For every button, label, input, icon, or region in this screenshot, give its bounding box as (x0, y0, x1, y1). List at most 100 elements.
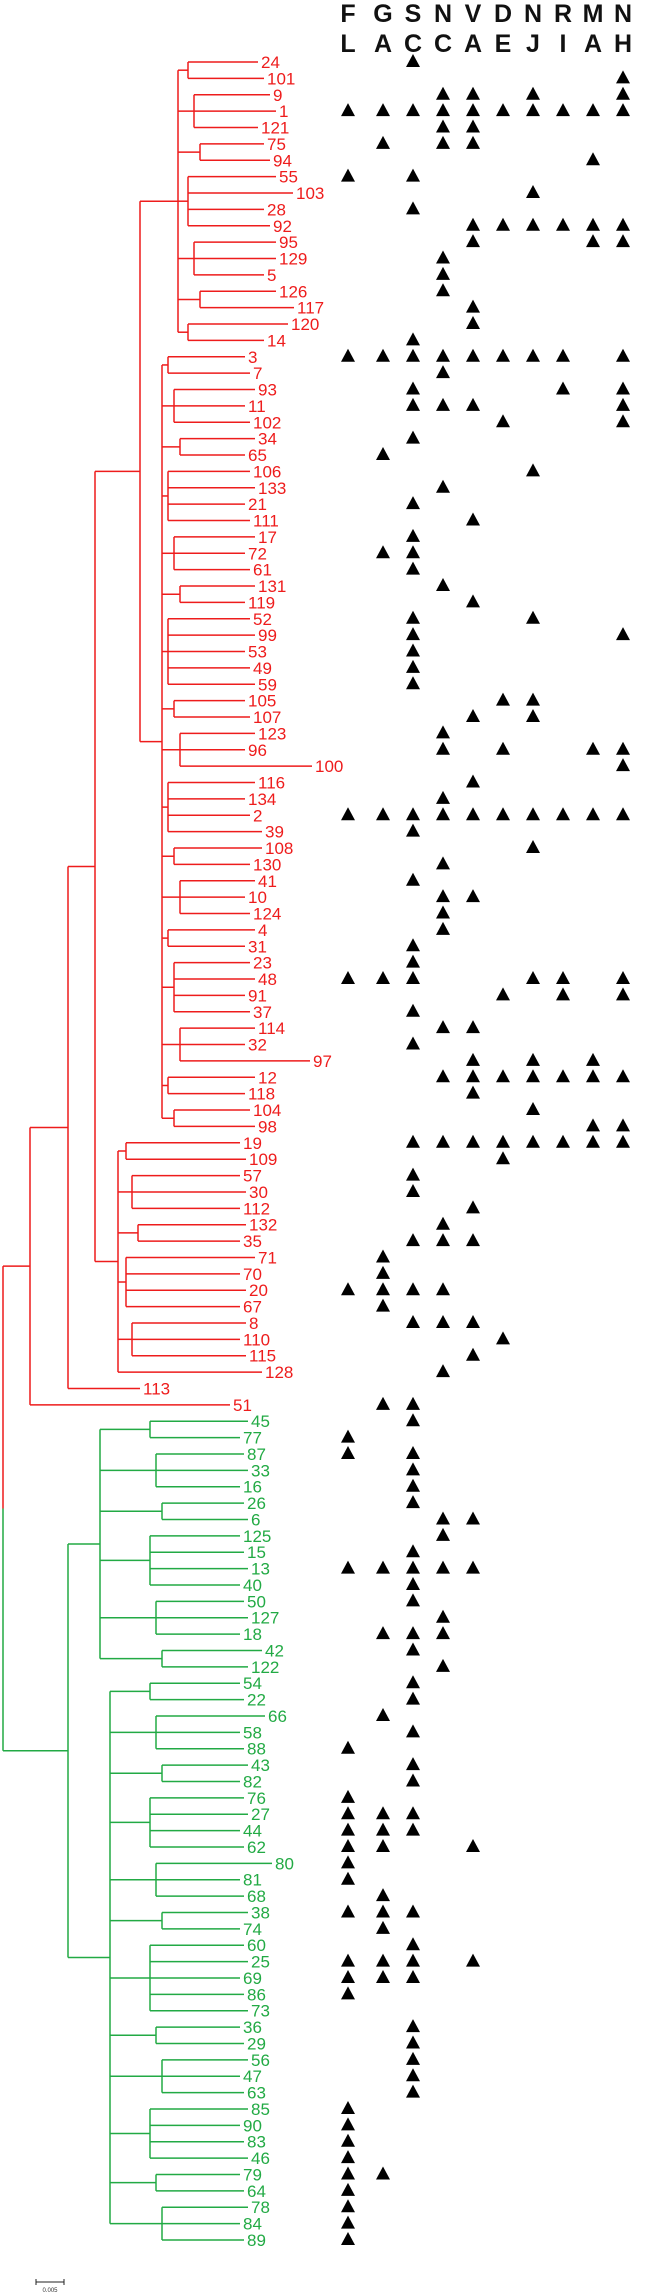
marker-13-GA (376, 1560, 390, 1574)
leaf-label-74: 74 (243, 1920, 262, 1939)
marker-39-SC (406, 823, 420, 837)
marker-120-VA (466, 316, 480, 330)
leaf-label-85: 85 (251, 2100, 270, 2119)
leaf-label-93: 93 (258, 381, 277, 400)
leaf-label-63: 63 (247, 2084, 266, 2103)
marker-116-VA (466, 774, 480, 788)
marker-1-FL (341, 103, 355, 117)
leaf-label-120: 120 (291, 315, 319, 334)
marker-35-NC (436, 1233, 450, 1247)
leaf-label-118: 118 (248, 1085, 275, 1104)
marker-7-NC (436, 365, 450, 379)
leaf-label-58: 58 (243, 1723, 262, 1742)
marker-60-SC (406, 1937, 420, 1951)
marker-2-VA (466, 807, 480, 821)
marker-95-VA (466, 234, 480, 248)
marker-10-VA (466, 889, 480, 903)
leaf-label-126: 126 (279, 282, 307, 301)
leaf-label-40: 40 (243, 1576, 262, 1595)
marker-48-GA (376, 971, 390, 985)
marker-75-VA (466, 135, 480, 149)
leaf-label-72: 72 (248, 544, 267, 563)
marker-68-GA (376, 1888, 390, 1902)
leaf-label-16: 16 (243, 1478, 262, 1497)
leaf-label-96: 96 (248, 741, 267, 760)
marker-96-DE (496, 741, 510, 755)
marker-126-NC (436, 283, 450, 297)
marker-59-SC (406, 676, 420, 690)
header-bottom-5: E (495, 30, 512, 58)
marker-34-SC (406, 430, 420, 444)
header-bottom-8: A (584, 30, 602, 58)
marker-107-VA (466, 709, 480, 723)
marker-112-VA (466, 1200, 480, 1214)
marker-92-RI (556, 217, 570, 231)
leaf-label-122: 122 (251, 1658, 279, 1677)
marker-64-FL (341, 2182, 355, 2196)
marker-55-FL (341, 168, 355, 182)
marker-3-VA (466, 348, 480, 362)
marker-36-SC (406, 2019, 420, 2033)
marker-131-NC (436, 578, 450, 592)
marker-44-SC (406, 1822, 420, 1836)
marker-2-DE (496, 807, 510, 821)
marker-12-DE (496, 1069, 510, 1083)
leaf-label-103: 103 (296, 184, 324, 203)
leaf-label-123: 123 (258, 724, 286, 743)
marker-76-FL (341, 1789, 355, 1803)
leaf-label-27: 27 (251, 1805, 270, 1824)
marker-98-MA (586, 1118, 600, 1132)
leaf-label-9: 9 (273, 86, 282, 105)
leaf-label-71: 71 (258, 1248, 277, 1267)
marker-86-FL (341, 1986, 355, 2000)
marker-25-SC (406, 1953, 420, 1967)
leaf-label-53: 53 (248, 643, 267, 662)
leaf-label-121: 121 (261, 119, 289, 138)
leaf-label-14: 14 (267, 331, 286, 350)
marker-72-SC (406, 545, 420, 559)
marker-97-NJ (526, 1052, 540, 1066)
marker-61-SC (406, 561, 420, 575)
leaf-label-8: 8 (249, 1314, 258, 1333)
leaf-label-26: 26 (247, 1494, 266, 1513)
leaf-label-10: 10 (248, 888, 267, 907)
marker-98-NH (616, 1118, 630, 1132)
marker-13-FL (341, 1560, 355, 1574)
leaf-label-17: 17 (258, 528, 277, 547)
leaf-label-13: 13 (251, 1560, 270, 1579)
marker-1-VA (466, 103, 480, 117)
leaf-label-51: 51 (233, 1396, 252, 1415)
marker-20-GA (376, 1282, 390, 1296)
marker-92-NH (616, 217, 630, 231)
leaf-label-89: 89 (247, 2231, 266, 2250)
header-top-7: R (554, 0, 572, 28)
marker-85-FL (341, 2100, 355, 2114)
leaf-label-79: 79 (243, 2165, 262, 2184)
marker-19-DE (496, 1134, 510, 1148)
marker-129-NC (436, 250, 450, 264)
leaf-label-84: 84 (243, 2215, 262, 2234)
leaf-label-21: 21 (248, 495, 267, 514)
marker-19-RI (556, 1134, 570, 1148)
marker-51-GA (376, 1396, 390, 1410)
marker-96-MA (586, 741, 600, 755)
leaf-label-18: 18 (243, 1625, 262, 1644)
leaf-label-87: 87 (247, 1445, 266, 1464)
leaf-label-45: 45 (251, 1412, 270, 1431)
leaf-label-31: 31 (248, 937, 267, 956)
marker-44-FL (341, 1822, 355, 1836)
marker-108-NJ (526, 840, 540, 854)
marker-48-RI (556, 971, 570, 985)
leaf-label-1: 1 (279, 102, 288, 121)
marker-35-VA (466, 1233, 480, 1247)
leaf-label-109: 109 (249, 1150, 277, 1169)
marker-27-GA (376, 1806, 390, 1820)
marker-13-VA (466, 1560, 480, 1574)
marker-89-FL (341, 2232, 355, 2245)
marker-12-RI (556, 1069, 570, 1083)
marker-67-GA (376, 1298, 390, 1312)
leaf-label-43: 43 (251, 1756, 270, 1775)
leaf-label-128: 128 (265, 1363, 293, 1382)
